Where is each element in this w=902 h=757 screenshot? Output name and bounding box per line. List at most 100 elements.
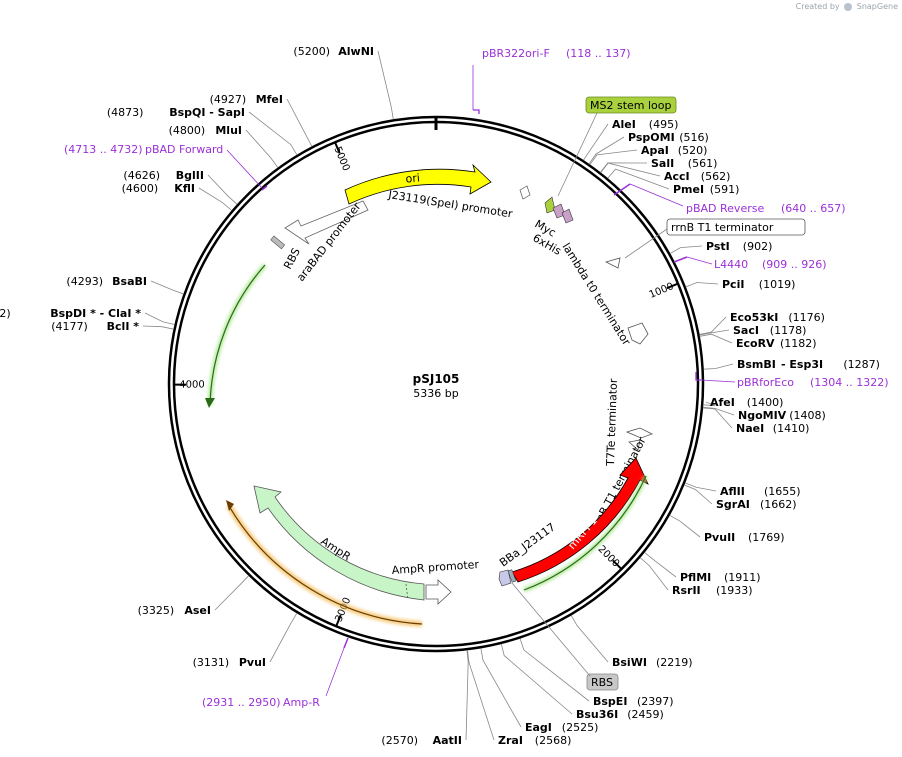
site-pos: (2459) xyxy=(627,708,664,721)
primer-pbr322-label[interactable]: pBR322ori-F (118 .. 137) xyxy=(482,47,631,60)
site-ngomiv[interactable]: NgoMIV(1408) xyxy=(702,406,826,422)
site-name: ApaI xyxy=(641,144,669,157)
site-alwni[interactable]: AlwNI(5200) xyxy=(293,45,394,120)
feature-j23117-marker xyxy=(498,569,512,587)
primer-l4440-label[interactable]: L4440 (909 .. 926) xyxy=(714,258,827,271)
boxed-ms2-stem-loop[interactable]: MS2 stem loop xyxy=(557,96,677,197)
site-bcli[interactable]: BclI *(4177) xyxy=(51,320,174,333)
feature-t7te-marker-2 xyxy=(628,439,641,451)
tick-label-5000: 5000 xyxy=(331,145,351,173)
primer-pbadrev-label[interactable]: pBAD Reverse (640 .. 657) xyxy=(686,202,846,215)
primer-pbadfwd-label[interactable]: (4713 .. 4732) pBAD Forward xyxy=(64,143,223,156)
primer-ampr-leader xyxy=(325,647,345,697)
site-leader xyxy=(669,245,703,254)
site-bspdi[interactable]: BspDI * - ClaI *(4192) xyxy=(0,307,175,325)
site-ecorv[interactable]: EcoRV(1182) xyxy=(699,333,817,350)
site-leader xyxy=(245,129,279,168)
site-pos: (902) xyxy=(743,240,773,253)
site-leader xyxy=(699,329,730,336)
boxed-rrnb-t1[interactable]: rrnB T1 terminator xyxy=(624,218,806,259)
feature-rbs-lower-marker xyxy=(507,569,517,583)
primer-ampr-tick xyxy=(343,637,349,649)
feature-t7te-marker xyxy=(625,427,654,439)
feature-ampr-promoter-arrow[interactable] xyxy=(425,579,452,605)
site-bsmbi[interactable]: BsmBI- Esp3I(1287) xyxy=(703,358,880,371)
site-naei[interactable]: NaeI(1410) xyxy=(702,407,809,435)
feature-mrfp1-track xyxy=(523,475,647,591)
site-aflii[interactable]: AflII (1655) xyxy=(684,482,801,498)
svg-text:pBRforEco: pBRforEco xyxy=(737,376,794,389)
ms2-leader xyxy=(557,112,598,197)
primer-pbrforeco-label[interactable]: pBRforEco (1304 .. 1322) xyxy=(737,376,889,389)
site-psti[interactable]: PstI(902) xyxy=(669,240,773,254)
site-pflmi[interactable]: PflMI(1911) xyxy=(644,552,761,584)
site-bsu36i[interactable]: Bsu36I(2459) xyxy=(500,643,664,721)
site-pspomi[interactable]: PspOMI(516) xyxy=(588,131,709,165)
site-pmei[interactable]: PmeI(591) xyxy=(607,168,740,196)
site-afei[interactable]: AfeI(1400) xyxy=(703,396,783,409)
site-pos: (1655) xyxy=(764,485,801,498)
site-name: AccI xyxy=(664,170,690,183)
site-mfei[interactable]: MfeI(4927) xyxy=(210,93,313,147)
site-leader xyxy=(570,615,609,663)
site-leader xyxy=(465,650,469,741)
feature-lambda-marker xyxy=(604,257,621,269)
tick-label-1000: 1000 xyxy=(648,281,676,301)
site-bsiwi[interactable]: BsiWI(2219) xyxy=(570,615,693,669)
svg-text:rrnB T1 terminator: rrnB T1 terminator xyxy=(671,221,774,234)
site-apai[interactable]: ApaI (520) xyxy=(589,144,708,165)
site-pos: (1400) xyxy=(747,396,784,409)
site-leader xyxy=(207,174,238,205)
site-name: AatII xyxy=(433,734,462,747)
site-leader xyxy=(377,50,394,120)
site-name: SacI xyxy=(733,324,759,337)
feature-arabad-arrow[interactable] xyxy=(284,200,369,245)
site-alt: - Esp3I xyxy=(781,358,823,371)
primer-pbadfwd-leader xyxy=(226,149,263,189)
site-pvui[interactable]: PvuI(3131) xyxy=(193,612,298,669)
primer-ampr-label[interactable]: (2931 .. 2950) Amp-R xyxy=(202,696,320,709)
feature-ampr-arrow[interactable] xyxy=(253,485,425,601)
site-mlui[interactable]: MluI(4800) xyxy=(169,124,279,168)
site-pcii[interactable]: PciI(1019) xyxy=(685,278,796,291)
site-name: BspEI xyxy=(593,695,627,708)
site-sali[interactable]: SalI(561) xyxy=(600,157,717,173)
site-leader xyxy=(607,168,670,190)
site-bsabi[interactable]: BsaBI(4293) xyxy=(66,275,184,295)
site-pvuii[interactable]: PvuII(1769) xyxy=(669,514,785,544)
site-name: EagI xyxy=(525,721,552,734)
site-bspei[interactable]: BspEI(2397) xyxy=(519,638,674,709)
site-bspqi[interactable]: BspQI - SapI(4873) xyxy=(107,106,298,156)
site-name: AflII xyxy=(720,485,745,498)
site-name: NgoMIV xyxy=(738,409,787,422)
site-pos: (4293) xyxy=(66,275,103,288)
site-rsrii[interactable]: RsrII(1933) xyxy=(639,557,753,597)
site-name: BclI * xyxy=(107,320,140,333)
site-zrai[interactable]: ZraI(2568) xyxy=(467,650,572,747)
site-kfli[interactable]: KflI(4600) xyxy=(122,182,232,211)
site-acci[interactable]: AccI(562) xyxy=(600,162,731,183)
site-aatii[interactable]: AatII(2570) xyxy=(381,650,469,747)
site-pos: (4626) xyxy=(123,169,160,182)
site-pos: (5200) xyxy=(293,45,330,58)
feature-t7te-label: T7Te terminator xyxy=(604,378,620,467)
site-asei[interactable]: AseI(3325) xyxy=(138,575,249,617)
ampr-orange-arrowhead xyxy=(226,500,234,511)
feature-j23119-marker xyxy=(519,185,531,200)
site-name: AleI xyxy=(612,118,636,131)
site-alei[interactable]: AleI(495) xyxy=(583,118,679,161)
feature-mrfp1-arrow[interactable] xyxy=(511,457,649,583)
boxed-rbs[interactable]: RBS xyxy=(511,582,619,691)
site-eagi[interactable]: EagI(2525) xyxy=(480,648,598,734)
feature-ori-arrow[interactable] xyxy=(344,163,492,205)
site-leader xyxy=(144,312,175,325)
site-bglii[interactable]: BglII(4626) xyxy=(123,169,238,205)
feature-rrnb-upper-marker xyxy=(627,322,649,345)
site-saci[interactable]: SacI(1178) xyxy=(699,324,807,337)
site-pos: (1287) xyxy=(843,358,880,371)
site-pos: (520) xyxy=(678,144,708,157)
site-pos: (3325) xyxy=(138,604,175,617)
site-sgrai[interactable]: SgrAI(1662) xyxy=(684,484,797,511)
site-eco53ki[interactable]: Eco53kI(1176) xyxy=(699,311,825,335)
feature-j23119-label: J23119(SpeI) promoter xyxy=(387,188,514,221)
